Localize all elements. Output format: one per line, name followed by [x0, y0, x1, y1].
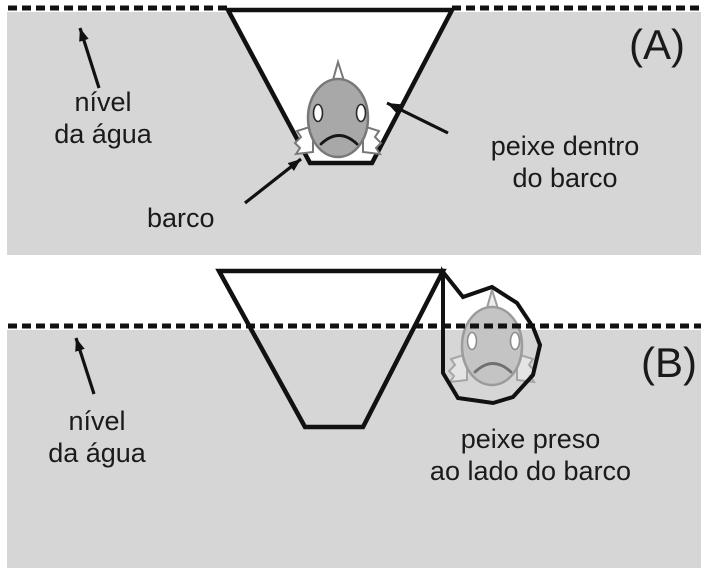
- fish-b-left-eye: [466, 331, 478, 351]
- fish-label-a: peixe dentro do barco: [465, 130, 665, 194]
- water-level-label-a-line2: da água: [54, 119, 152, 149]
- fish-label-b: peixe preso ao lado do barco: [404, 423, 657, 487]
- arrow-fish-a-icon: [386, 101, 449, 135]
- water-level-label-b: nível da água: [17, 405, 177, 469]
- fish-a-left-eye: [312, 103, 324, 123]
- water-level-label-a-line1: nível: [74, 87, 132, 117]
- fish-b-frown-mouth: [473, 362, 513, 374]
- fish-b-left-fin-icon: [447, 352, 468, 384]
- boat-b-hull: [215, 268, 447, 430]
- net-bag-outline: [441, 266, 543, 406]
- fish-a-left-fin-icon: [293, 124, 314, 156]
- fish-a-right-fin-icon: [362, 124, 383, 156]
- boat-label-a: barco: [147, 203, 215, 233]
- fish-b-right-eye: [509, 331, 521, 351]
- arrow-water-level-a-icon: [78, 27, 101, 89]
- fish-label-a-line1: peixe dentro: [490, 131, 640, 161]
- fish-a-frown-mouth: [319, 134, 359, 146]
- panel-a-tag: (A): [629, 21, 685, 68]
- panel-b-tag: (B): [641, 339, 697, 386]
- fish-label-a-line2: do barco: [512, 163, 618, 193]
- fish-a-right-eye: [355, 103, 367, 123]
- arrow-boat-a-icon: [244, 157, 302, 205]
- fish-in-boat-icon: [293, 58, 383, 159]
- water-level-label-b-line2: da água: [48, 438, 146, 468]
- fish-a-body: [306, 77, 370, 159]
- fish-label-b-line1: peixe preso: [460, 424, 601, 454]
- water-level-label-a: nível da água: [23, 86, 183, 150]
- fish-beside-boat-icon: [447, 286, 537, 387]
- fish-label-b-line2: ao lado do barco: [429, 456, 632, 486]
- water-area-b: [7, 330, 701, 568]
- arrow-water-level-b-icon: [74, 337, 96, 395]
- water-level-label-b-line1: nível: [68, 406, 126, 436]
